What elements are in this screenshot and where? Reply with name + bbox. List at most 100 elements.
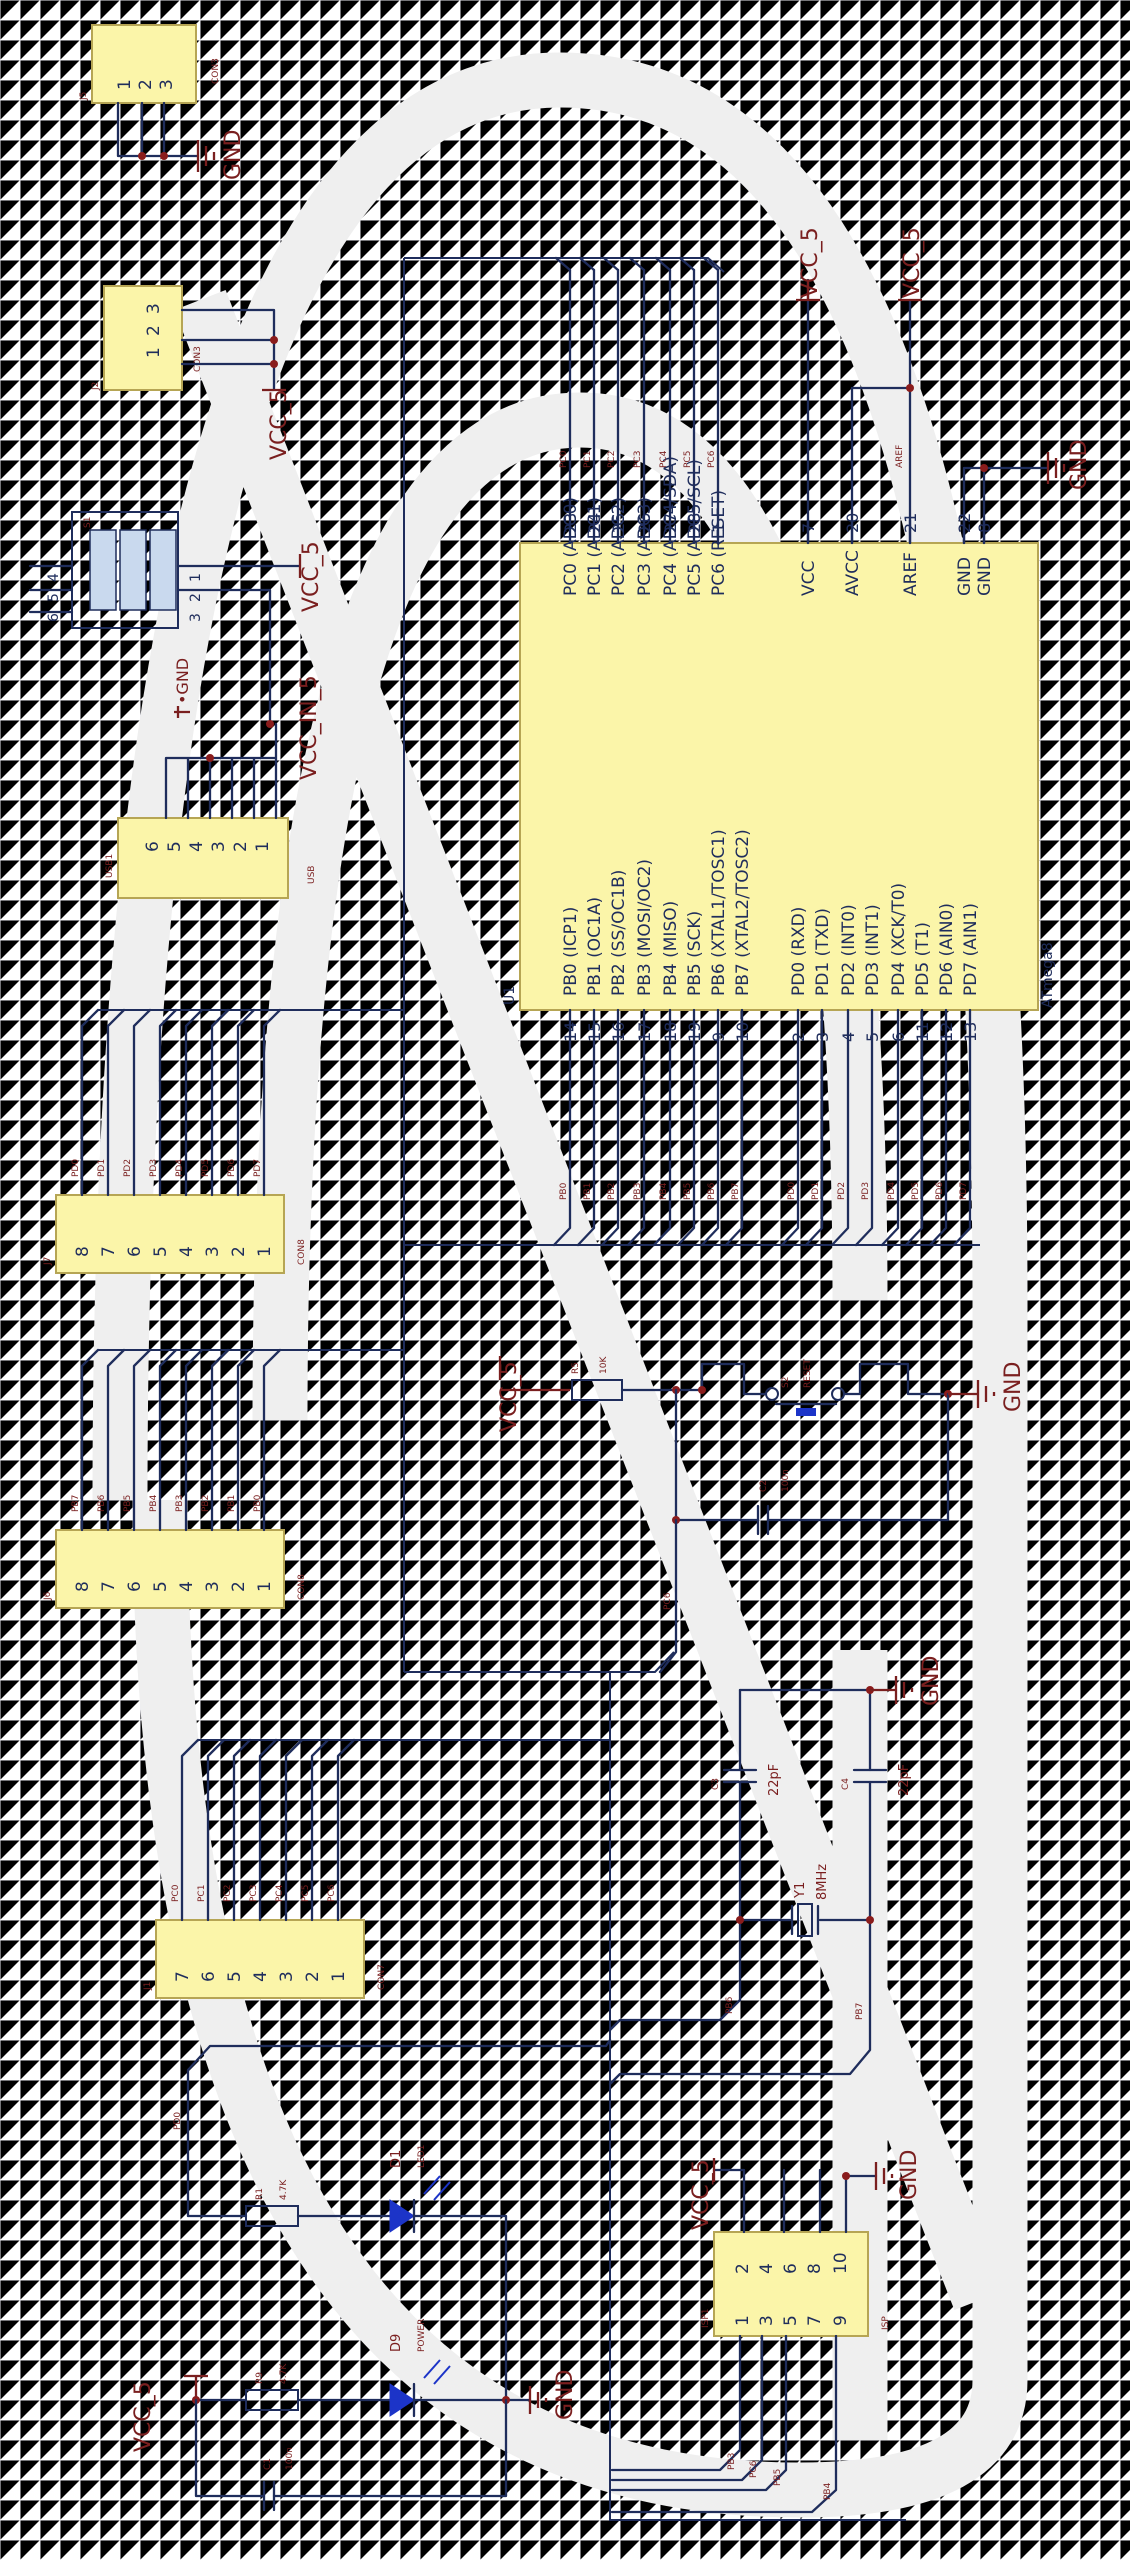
- u1-pin-name: PB2 (SS/OC1B): [609, 870, 629, 996]
- bus-entry: [654, 256, 672, 272]
- u1-pin-lead: [904, 1008, 924, 1247]
- y1-ref: Y1: [793, 1882, 808, 1899]
- u1-pin-net: PC2: [607, 451, 617, 468]
- aref-net-label: AREF: [895, 445, 905, 468]
- u1-pin-name: PB5 (SCK): [685, 911, 705, 996]
- isp-pin-number: 10: [831, 2252, 851, 2274]
- usb-pin-1: 1: [253, 841, 273, 852]
- u1-pin-lead: [780, 1008, 800, 1247]
- u1-pin-number: 3: [813, 1032, 832, 1042]
- led-net-label: PD0: [173, 2112, 183, 2130]
- reset-gnd-label: GND: [1001, 1362, 1026, 1412]
- u1-pin-lead: [576, 1008, 596, 1247]
- u1-gnd-symbol: GND: [1046, 440, 1092, 490]
- usb-vcc-in-label: VCC_IN_5: [297, 675, 322, 780]
- u1-pin-number: 15: [585, 1022, 604, 1042]
- j5-pin-3: 3: [157, 79, 177, 90]
- j5-pin-1: 1: [115, 79, 135, 90]
- j7-ref: J7: [43, 1257, 53, 1266]
- j6-pin-number: 6: [125, 1581, 145, 1592]
- s2-value: RESET: [803, 1359, 813, 1388]
- u1-pin-lead: [804, 1008, 824, 1247]
- r1-value: 4.7K: [279, 2179, 289, 2200]
- s1-pin-4: 4: [46, 573, 62, 582]
- j1-wire: [232, 1738, 252, 1922]
- j6-wire: [106, 1348, 126, 1532]
- j6-pin-number: 5: [151, 1581, 171, 1592]
- u1-vcc-symbol: VCC_5: [796, 227, 823, 302]
- u1-pin-number: 11: [913, 1022, 932, 1042]
- u1-pin-name: PD5 (T1): [913, 922, 933, 996]
- j6-net-label: PB4: [149, 1494, 159, 1512]
- j7-pin-number: 6: [125, 1246, 145, 1257]
- u1-pin-number: 18: [661, 1022, 680, 1042]
- s1-pin-2: 2: [188, 593, 204, 602]
- j1-net-label: PC4: [275, 1884, 285, 1902]
- j7-wire: [132, 1008, 152, 1197]
- j1-net-label: PC1: [197, 1885, 207, 1902]
- u1-pin-name: GND: [975, 557, 995, 596]
- u1-pin-number: 23: [561, 513, 580, 533]
- u1-pin-name: PC3 (ADC3): [635, 497, 655, 596]
- u1-pin-lead: [600, 1008, 620, 1247]
- crystal-circuit: C3 22pF C4 22pF Y1 8MHz PB6 PB7 GND: [608, 1656, 944, 2086]
- isp-pin-number: 7: [805, 2315, 825, 2326]
- u1-pin-name: PB7 (XTAL2/TOSC2): [733, 829, 753, 996]
- j1-net-label: PC6: [327, 1884, 337, 1902]
- u1-pin-net: PC3: [633, 451, 643, 468]
- u1-pin-name: VCC: [799, 561, 819, 596]
- u1-pin-number: 19: [685, 1022, 704, 1042]
- c4-ref: C4: [841, 1778, 851, 1790]
- j6-pin-number: 2: [229, 1581, 249, 1592]
- usb-gnd-label: •GND: [173, 658, 192, 704]
- u1-pin-name: PD2 (INT0): [839, 904, 859, 996]
- u1-pin-net: PD5: [911, 1182, 921, 1200]
- j7-pin-number: 5: [151, 1246, 171, 1257]
- u1-pin-name: GND: [955, 557, 975, 596]
- j5-pin-2: 2: [136, 79, 156, 90]
- j7-wire: [80, 1008, 100, 1197]
- j1-wire: [284, 1738, 304, 1922]
- s1-pin-6: 6: [46, 613, 62, 622]
- u1-pin-name: PB1 (OC1A): [585, 897, 605, 996]
- isp-gnd-label: GND: [897, 2150, 922, 2200]
- u1-pin-name: PB6 (XTAL1/TOSC1): [709, 829, 729, 996]
- j6-net-label: PB1: [227, 1495, 237, 1512]
- u1-pin-number: 26: [635, 513, 654, 533]
- u1-pin-lead: [952, 1008, 972, 1247]
- usb-pin-3: 3: [209, 841, 229, 852]
- j7-net-label: PD1: [97, 1159, 107, 1177]
- u1-pin-net: PB5: [683, 1183, 693, 1200]
- j6-wire: [184, 1348, 204, 1532]
- j1-ref: J1: [143, 1982, 153, 1991]
- xtal-net-left: PB6: [725, 1996, 735, 2014]
- j2-pin-3: 3: [144, 303, 164, 314]
- u1-pin-name: PD0 (RXD): [789, 907, 809, 996]
- j7-wire: [262, 1008, 282, 1197]
- u1-pin-lead: [928, 1008, 948, 1247]
- j5-part: CON3: [211, 58, 221, 84]
- j7-wire: [106, 1008, 126, 1197]
- j7-pin-number: 3: [203, 1246, 223, 1257]
- d1-value: LED1: [417, 2145, 427, 2168]
- j7-net-label: PD4: [175, 1159, 185, 1177]
- j7-net-label: PD6: [227, 1159, 237, 1177]
- u1-pin-net: PB1: [583, 1183, 593, 1200]
- u1-pin-net: PD2: [837, 1182, 847, 1200]
- led-circuit: PD0 R1 4.7K D1 LED1 VCC_5 R9 4.7K D9 POW…: [131, 2038, 612, 2512]
- u1-pin-number: 28: [685, 513, 704, 533]
- u1-pin-net: PC0: [559, 450, 569, 468]
- j6-pin-number: 4: [177, 1581, 197, 1592]
- u1-pin-lead: [552, 1008, 572, 1247]
- c1-ref: C1: [263, 2458, 273, 2470]
- u1-pin-lead: [700, 1008, 720, 1247]
- j6-net-label: PB2: [201, 1495, 211, 1512]
- usb-pin-2: 2: [231, 841, 251, 852]
- j7-pin-number: 1: [255, 1246, 275, 1257]
- isp-net-pb4: PB4: [823, 2482, 833, 2500]
- s1-pin-5: 5: [46, 593, 62, 602]
- u1-pin-net: PD3: [861, 1182, 871, 1200]
- j6-net-label: PB3: [175, 1495, 185, 1512]
